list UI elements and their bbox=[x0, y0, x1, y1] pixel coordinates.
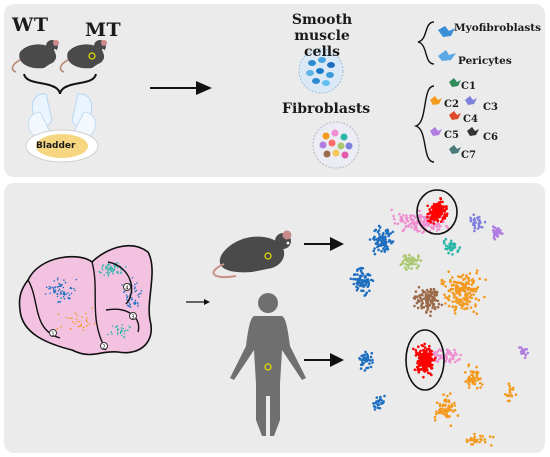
region-label-3: 3 bbox=[131, 315, 134, 321]
region-label-1: 1 bbox=[51, 332, 54, 338]
mt-label: MT bbox=[85, 19, 122, 41]
bladder-label: Bladder bbox=[36, 141, 76, 151]
brace bbox=[23, 73, 97, 95]
wt-mouse-icon bbox=[11, 40, 59, 73]
human-icon bbox=[230, 293, 306, 436]
cluster-icon-c7 bbox=[449, 145, 461, 154]
mouse-umap-highlight-circle bbox=[416, 189, 458, 235]
cluster-label-c7: C7 bbox=[461, 150, 476, 161]
cluster-label-c2: C2 bbox=[444, 99, 459, 110]
mt-mouse-icon bbox=[59, 40, 107, 73]
human-umap-highlight-circle bbox=[405, 329, 445, 391]
fibroblasts-label: Fibroblasts bbox=[282, 101, 371, 117]
mouse-umap-plot bbox=[349, 197, 504, 318]
pericytes-label: Pericytes bbox=[458, 55, 512, 67]
cluster-label-c1: C1 bbox=[461, 81, 476, 92]
cluster-icon-c2 bbox=[430, 96, 442, 105]
myofibroblast-icon bbox=[438, 26, 455, 37]
fibroblast-sphere bbox=[312, 121, 360, 169]
cluster-icon-c3 bbox=[465, 96, 477, 105]
region-label-2: 2 bbox=[102, 345, 105, 351]
cluster-icon-c4 bbox=[449, 111, 461, 120]
cluster-label-c4: C4 bbox=[463, 114, 478, 125]
wt-label: WT bbox=[12, 14, 49, 36]
smc-subtype-brace bbox=[417, 21, 435, 65]
human-umap-plot bbox=[358, 342, 530, 447]
cluster-icon-c1 bbox=[449, 78, 461, 87]
cluster-label-c6: C6 bbox=[483, 132, 498, 143]
smooth-muscle-sphere bbox=[298, 48, 344, 94]
spatial-tissue-map bbox=[18, 244, 153, 356]
smooth-muscle-label: Smooth muscle cells bbox=[291, 12, 353, 60]
pericyte-icon bbox=[438, 50, 456, 61]
myofibroblasts-label: Myofibroblasts bbox=[454, 22, 542, 34]
cluster-icon-c6 bbox=[467, 127, 479, 136]
fibroblast-cluster-brace bbox=[413, 85, 435, 163]
cluster-icon-c5 bbox=[430, 127, 442, 136]
cluster-label-c5: C5 bbox=[444, 130, 459, 141]
mouse-icon bbox=[212, 230, 292, 278]
cluster-label-c3: C3 bbox=[483, 102, 498, 113]
bladder-icon bbox=[25, 93, 99, 163]
region-label-4: 4 bbox=[125, 286, 128, 292]
